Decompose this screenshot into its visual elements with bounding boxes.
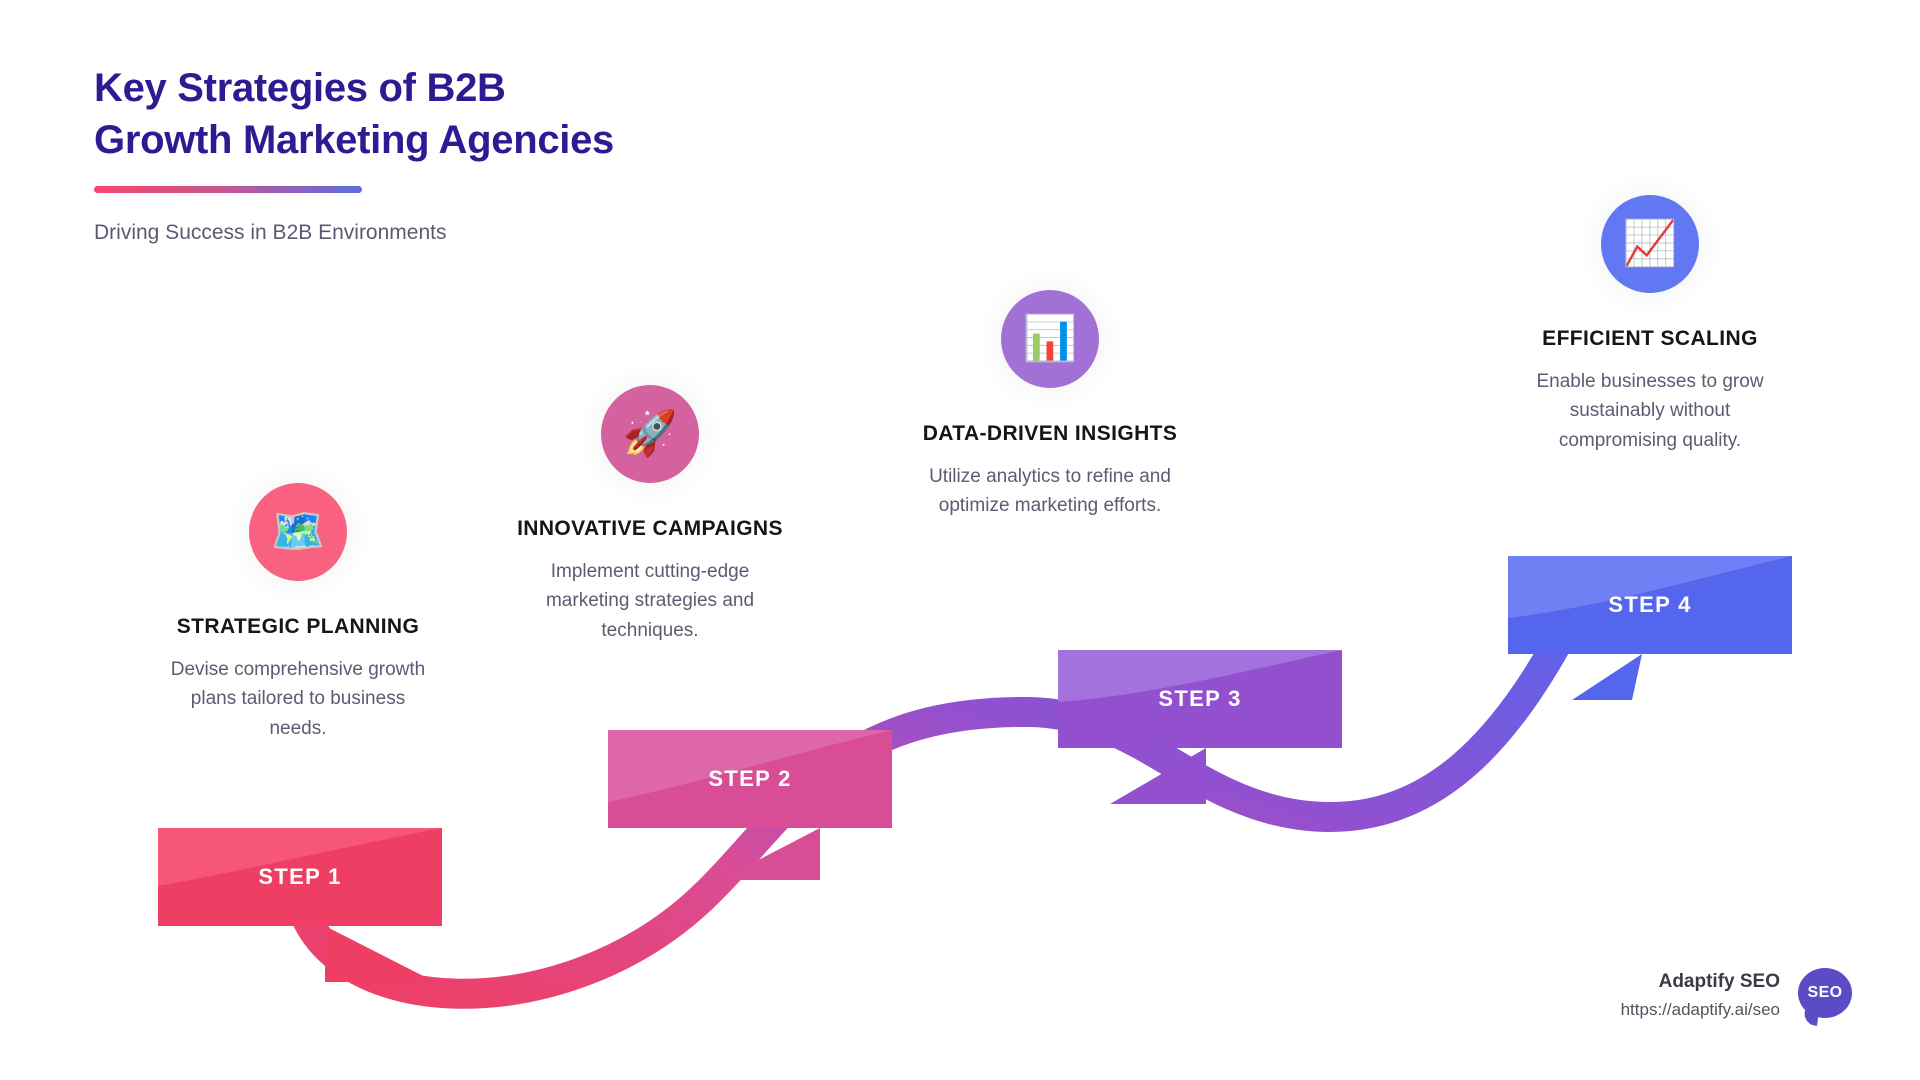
page-title-line-2: Growth Marketing Agencies <box>94 118 615 162</box>
step-title-3: DATA-DRIVEN INSIGHTS <box>922 422 1178 445</box>
bar-chart-icon-glyph: 📊 <box>1022 314 1078 363</box>
step-box-3-label: STEP 3 <box>1158 686 1242 711</box>
chart-increasing-icon-glyph: 📈 <box>1622 219 1678 268</box>
brand-name: Adaptify SEO <box>1658 971 1780 992</box>
header: Key Strategies of B2B Growth Marketing A… <box>94 62 854 245</box>
step-title-4: EFFICIENT SCALING <box>1542 327 1758 350</box>
step-box-4-label: STEP 4 <box>1608 592 1692 617</box>
step-box-1[interactable]: STEP 1 <box>158 828 442 926</box>
step-column-3: 📊 DATA-DRIVEN INSIGHTS Utilize analytics… <box>880 290 1220 521</box>
step-description-2: Implement cutting-edge marketing strateg… <box>545 561 755 641</box>
step-column-4: 📈 EFFICIENT SCALING Enable businesses to… <box>1480 195 1820 455</box>
logo-bubble: SEO <box>1798 968 1852 1018</box>
logo-bubble-tail <box>1803 1010 1819 1026</box>
step-title-2: INNOVATIVE CAMPAIGNS <box>517 517 783 540</box>
bar-chart-icon: 📊 <box>1001 290 1099 388</box>
step-box-3-wave <box>1058 650 1342 748</box>
step-box-4-wave <box>1508 556 1792 654</box>
step-box-2[interactable]: STEP 2 <box>608 730 892 828</box>
step-title-1: STRATEGIC PLANNING <box>176 615 420 638</box>
chart-increasing-icon: 📈 <box>1601 195 1699 293</box>
step-box-4[interactable]: STEP 4 <box>1508 556 1792 654</box>
page-subtitle: Driving Success in B2B Environments <box>94 221 447 244</box>
title-accent-bar <box>94 186 362 193</box>
rocket-icon-glyph: 🚀 <box>622 409 678 458</box>
world-map-icon-glyph: 🗺️ <box>270 507 326 556</box>
rocket-icon: 🚀 <box>601 385 699 483</box>
footer-text-group: Adaptify SEO https://adaptify.ai/seo <box>1621 968 1780 1022</box>
step-description-3: Utilize analytics to refine and optimize… <box>929 466 1171 517</box>
footer-branding: Adaptify SEO https://adaptify.ai/seo SEO <box>1621 968 1852 1026</box>
brand-url[interactable]: https://adaptify.ai/seo <box>1620 999 1780 1019</box>
step-box-1-pointer <box>325 926 435 982</box>
step-box-3-pointer <box>1110 748 1206 804</box>
step-box-4-pointer <box>1572 654 1642 700</box>
step-box-2-label: STEP 2 <box>708 766 792 791</box>
page-title-line-1: Key Strategies of B2B <box>94 66 506 110</box>
step-box-1-label: STEP 1 <box>258 864 342 889</box>
ribbon-curve <box>285 585 1595 1009</box>
world-map-icon: 🗺️ <box>249 483 347 581</box>
step-box-3[interactable]: STEP 3 <box>1058 650 1342 748</box>
step-column-1: 🗺️ STRATEGIC PLANNING Devise comprehensi… <box>128 483 468 743</box>
step-box-2-pointer <box>720 828 820 880</box>
seo-logo-icon[interactable]: SEO <box>1798 968 1852 1026</box>
step-column-2: 🚀 INNOVATIVE CAMPAIGNS Implement cutting… <box>480 385 820 645</box>
logo-text: SEO <box>1807 984 1843 1001</box>
step-box-2-wave <box>608 730 892 828</box>
step-description-1: Devise comprehensive growth plans tailor… <box>170 659 426 739</box>
step-description-4: Enable businesses to grow sustainably wi… <box>1536 371 1764 451</box>
step-box-1-wave <box>158 828 442 926</box>
